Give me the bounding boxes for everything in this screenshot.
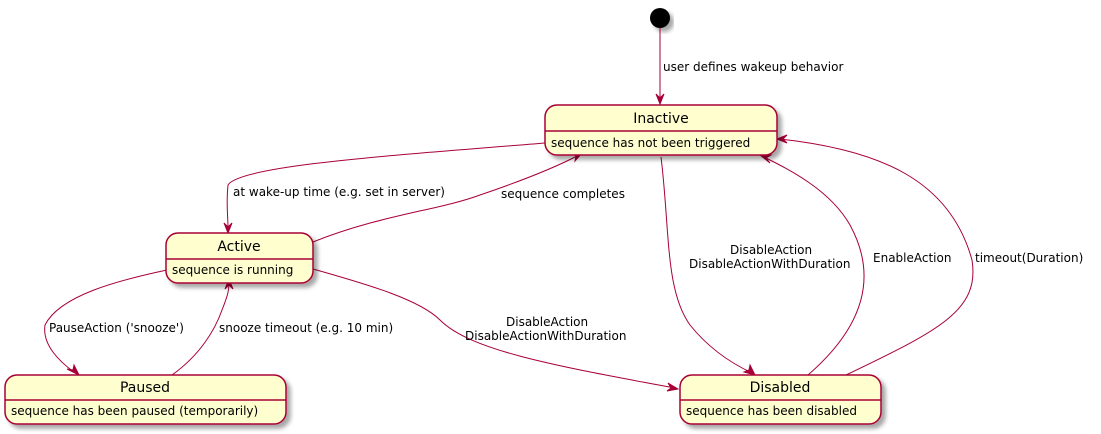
edge-label-disabled-to-inactive-enable: EnableAction — [873, 251, 951, 265]
edge-label-active-to-disabled-2: DisableActionWithDuration — [465, 329, 626, 343]
edge-label-active-to-disabled-1: DisableAction — [506, 315, 588, 329]
state-desc-disabled: sequence has been disabled — [686, 404, 857, 418]
edge-label-inactive-to-disabled-1: DisableAction — [730, 243, 812, 257]
initial-node — [650, 8, 670, 28]
arrowhead — [758, 154, 773, 164]
edge-label-initial-to-inactive: user defines wakeup behavior — [663, 60, 843, 74]
arrowhead — [223, 222, 233, 235]
arrowhead — [655, 93, 665, 106]
arrowhead — [66, 363, 81, 377]
state-paused: Paused sequence has been paused (tempora… — [4, 374, 287, 425]
edge-label-inactive-to-active: at wake-up time (e.g. set in server) — [233, 185, 445, 199]
edge-label-active-to-paused: PauseAction ('snooze') — [49, 321, 184, 335]
edge-inactive-to-active: at wake-up time (e.g. set in server) — [223, 142, 546, 235]
edge-active-to-disabled: DisableAction DisableActionWithDuration — [312, 268, 680, 392]
state-desc-inactive: sequence has not been triggered — [551, 136, 750, 150]
edge-inactive-to-disabled: DisableAction DisableActionWithDuration — [660, 156, 850, 376]
edge-disabled-to-inactive-timeout: timeout(Duration) — [775, 134, 1083, 376]
arrowhead — [775, 134, 788, 144]
arrowhead — [666, 382, 680, 392]
state-desc-active: sequence is running — [172, 263, 293, 277]
state-inactive: Inactive sequence has not been triggered — [544, 104, 778, 156]
state-title-active: Active — [217, 239, 260, 255]
state-disabled: Disabled sequence has been disabled — [679, 374, 882, 425]
edge-paused-to-active: snooze timeout (e.g. 10 min) — [171, 277, 393, 376]
edge-label-inactive-to-disabled-2: DisableActionWithDuration — [689, 257, 850, 271]
edge-label-paused-to-active: snooze timeout (e.g. 10 min) — [219, 321, 393, 335]
state-title-disabled: Disabled — [750, 380, 811, 396]
state-active: Active sequence is running — [165, 232, 314, 284]
edge-label-disabled-to-inactive-timeout: timeout(Duration) — [975, 251, 1083, 265]
edge-active-to-paused: PauseAction ('snooze') — [44, 269, 184, 377]
state-title-paused: Paused — [120, 380, 170, 396]
state-title-inactive: Inactive — [633, 111, 689, 127]
edge-initial-to-inactive: user defines wakeup behavior — [655, 28, 843, 106]
state-desc-paused: sequence has been paused (temporarily) — [11, 404, 258, 418]
edge-disabled-to-inactive-enable: EnableAction — [758, 154, 951, 376]
edge-label-active-to-inactive: sequence completes — [501, 187, 625, 201]
arrowhead — [742, 363, 756, 376]
